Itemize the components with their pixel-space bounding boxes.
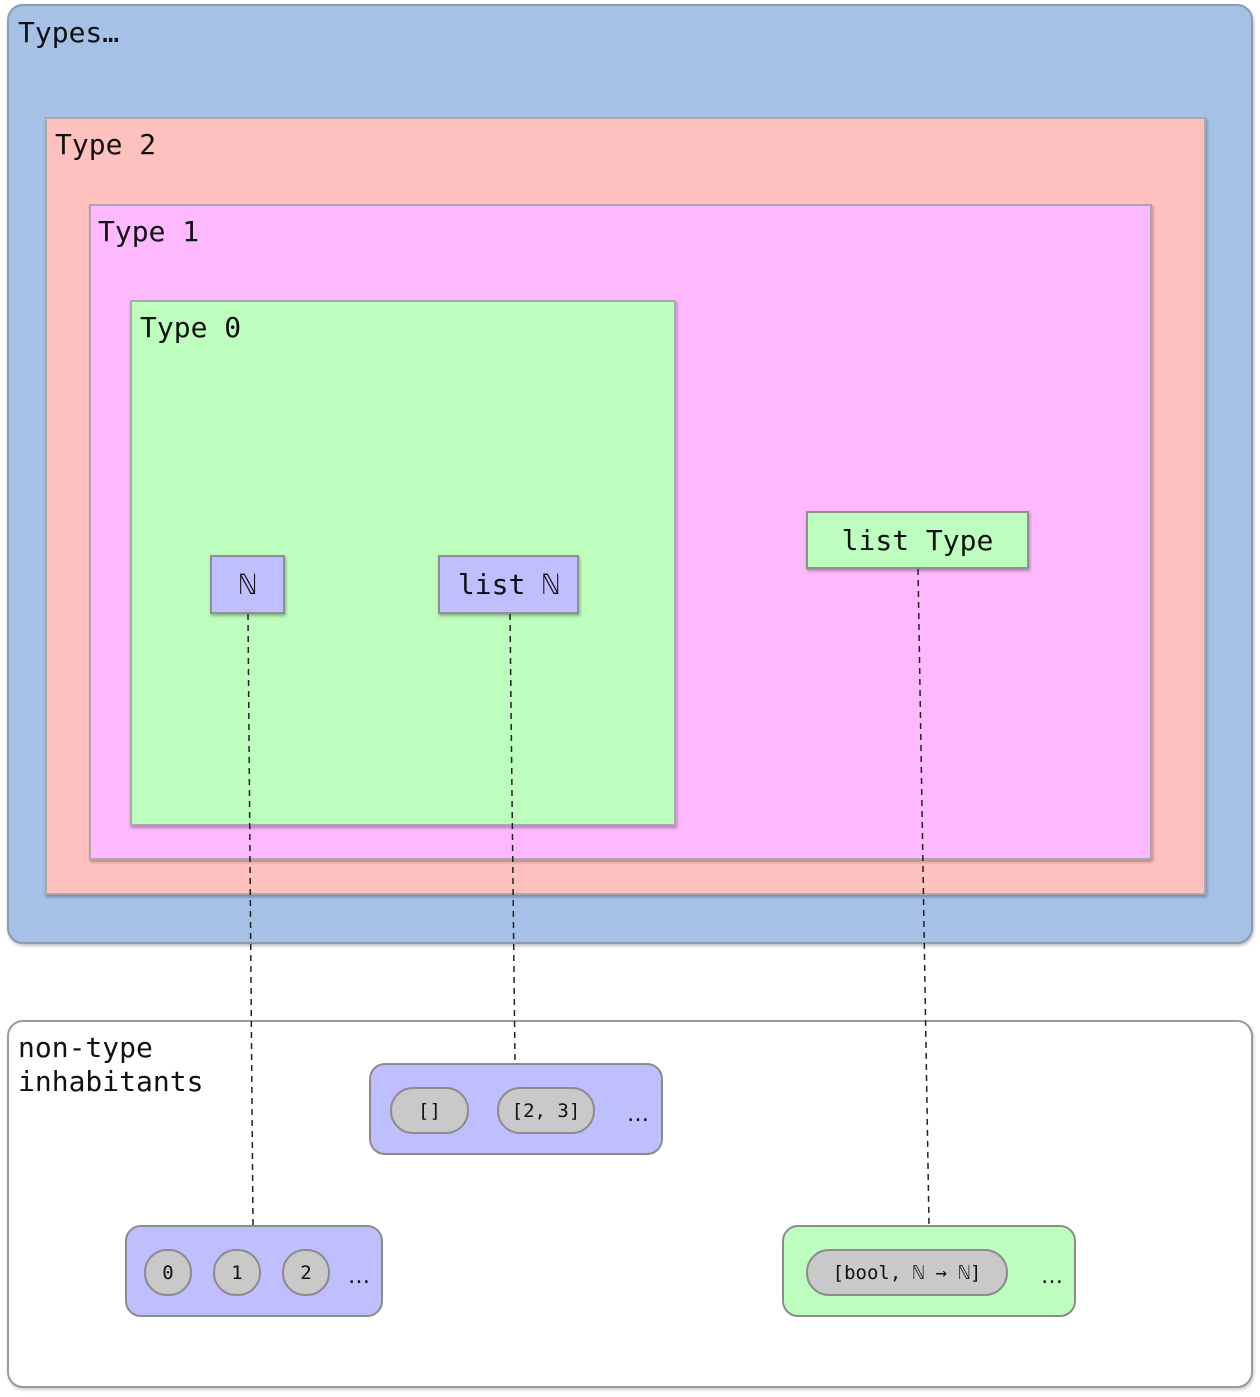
non-type-inhabitants-label: non-type inhabitants — [18, 1031, 204, 1098]
value-pill: [2, 3] — [497, 1087, 595, 1134]
type-0-label: Type 0 — [140, 311, 242, 344]
list-nat-type-node: list ℕ — [438, 555, 579, 614]
nat-values-group: 0 1 2 … — [125, 1225, 383, 1317]
types-universe-label: Types… — [18, 16, 120, 49]
list-type-values-group: [bool, ℕ → ℕ] … — [782, 1225, 1076, 1317]
type-1-label: Type 1 — [98, 215, 200, 248]
ellipsis: … — [1041, 1264, 1063, 1289]
value-pill: [bool, ℕ → ℕ] — [806, 1249, 1008, 1296]
ellipsis: … — [348, 1264, 370, 1289]
list-nat-values-group: [] [2, 3] … — [369, 1063, 663, 1155]
value-pill: 1 — [213, 1249, 261, 1296]
nat-type-node: ℕ — [210, 555, 285, 614]
ellipsis: … — [627, 1102, 649, 1127]
list-type-type-node: list Type — [806, 511, 1029, 569]
type-2-label: Type 2 — [55, 128, 157, 161]
value-pill: 2 — [282, 1249, 330, 1296]
value-pill: 0 — [144, 1249, 192, 1296]
value-pill: [] — [390, 1087, 469, 1134]
